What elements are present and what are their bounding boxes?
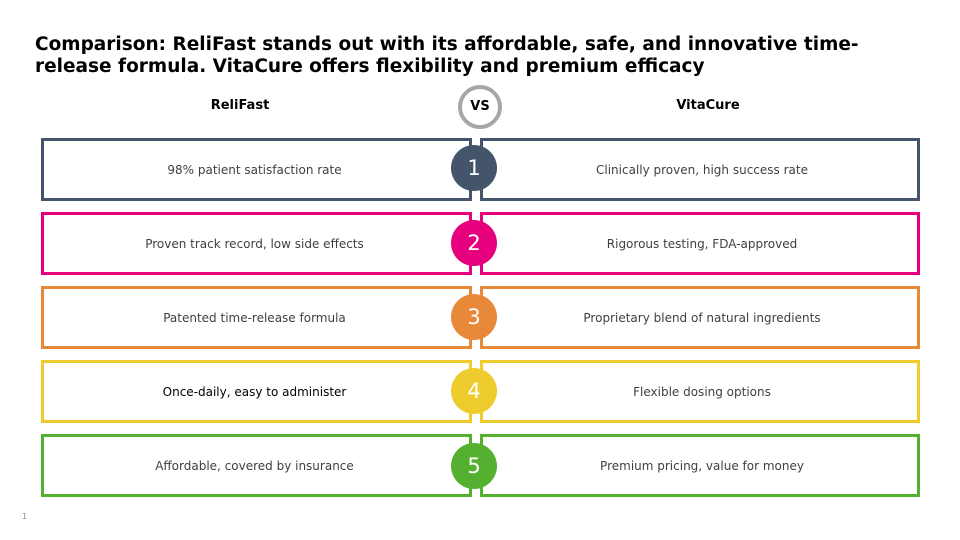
vitacure-item-3: Proprietary blend of natural ingredients bbox=[480, 286, 920, 349]
vitacure-header: VitaCure bbox=[676, 98, 740, 113]
vitacure-item-3-text: Proprietary blend of natural ingredients bbox=[583, 310, 821, 325]
vitacure-item-5: Premium pricing, value for money bbox=[480, 434, 920, 497]
vs-badge: VS bbox=[458, 85, 502, 129]
relifast-item-1: 98% patient satisfaction rate bbox=[41, 138, 472, 201]
vitacure-item-1-text: Clinically proven, high success rate bbox=[596, 162, 808, 177]
slide-number: 1 bbox=[22, 512, 28, 521]
relifast-item-4: Once-daily, easy to administer bbox=[41, 360, 472, 423]
vitacure-item-4: Flexible dosing options bbox=[480, 360, 920, 423]
relifast-item-3: Patented time-release formula bbox=[41, 286, 472, 349]
relifast-item-2: Proven track record, low side effects bbox=[41, 212, 472, 275]
number-badge-2: 2 bbox=[451, 220, 497, 266]
vitacure-item-4-text: Flexible dosing options bbox=[633, 384, 771, 399]
relifast-item-3-text: Patented time-release formula bbox=[163, 310, 346, 325]
vitacure-item-5-text: Premium pricing, value for money bbox=[600, 458, 804, 473]
relifast-header: ReliFast bbox=[210, 98, 270, 113]
vitacure-item-2: Rigorous testing, FDA-approved bbox=[480, 212, 920, 275]
number-badge-1: 1 bbox=[451, 145, 497, 191]
number-badge-3: 3 bbox=[451, 294, 497, 340]
relifast-item-4-text: Once-daily, easy to administer bbox=[162, 384, 347, 399]
relifast-item-5: Affordable, covered by insurance bbox=[41, 434, 472, 497]
number-badge-5: 5 bbox=[451, 443, 497, 489]
relifast-item-1-text: 98% patient satisfaction rate bbox=[167, 162, 342, 177]
relifast-item-2-text: Proven track record, low side effects bbox=[145, 236, 364, 251]
number-badge-4: 4 bbox=[451, 368, 497, 414]
slide-title: Comparison: ReliFast stands out with its… bbox=[35, 34, 859, 77]
relifast-item-5-text: Affordable, covered by insurance bbox=[155, 458, 354, 473]
vitacure-item-2-text: Rigorous testing, FDA-approved bbox=[606, 236, 798, 251]
vitacure-item-1: Clinically proven, high success rate bbox=[480, 138, 920, 201]
